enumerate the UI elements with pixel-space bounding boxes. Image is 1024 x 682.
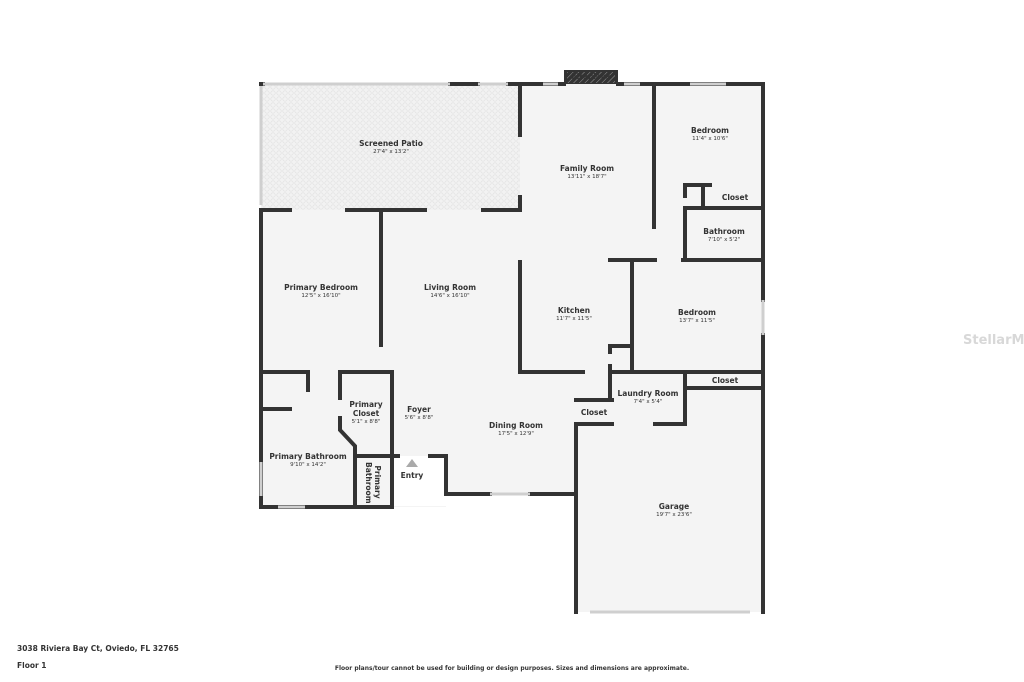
room-dim: 17'5" x 12'9" <box>498 431 534 437</box>
room-name: Primary Bathroom <box>269 452 347 461</box>
room-dim: 5'6" x 8'8" <box>404 415 434 421</box>
room-name: Screened Patio <box>359 139 423 148</box>
room-dim: 13'7" x 11'5" <box>679 318 715 324</box>
watermark: StellarMLS <box>963 333 1024 348</box>
room-name: Garage <box>658 502 690 511</box>
room-name: Primary Closet <box>349 400 383 418</box>
room-name: Kitchen <box>557 306 591 315</box>
room-name: Bathroom <box>703 227 745 236</box>
room-name: Laundry Room <box>617 389 679 398</box>
room-name: Primary Bedroom <box>284 283 358 292</box>
entry-label: Entry <box>400 471 424 480</box>
room-dim: 5'1" x 8'8" <box>351 419 381 425</box>
room-dim: 27'4" x 13'2" <box>373 149 409 155</box>
room-dim: 9'10" x 14'2" <box>290 462 326 468</box>
room-dim: 14'6" x 16'10" <box>430 293 470 299</box>
room-name: Dining Room <box>489 421 543 430</box>
room-dim: 7'4" x 5'4" <box>633 399 663 405</box>
room-dim: 7'10" x 5'2" <box>707 237 741 243</box>
entry-arrow-icon <box>406 459 418 467</box>
room-name: Closet <box>711 376 739 385</box>
floor-area <box>261 84 763 612</box>
room-name: Family Room <box>559 164 615 173</box>
room-name: Bedroom <box>691 126 729 135</box>
floor-label: Floor 1 <box>17 661 47 670</box>
room-dim: 12'5" x 16'10" <box>301 293 341 299</box>
room-label: Closet <box>581 408 607 417</box>
windows <box>259 82 765 614</box>
walls <box>259 82 765 614</box>
room-dim: 11'4" x 10'6" <box>692 136 728 142</box>
room-dim: 13'11" x 18'7" <box>567 174 607 180</box>
room-name: Living Room <box>423 283 477 292</box>
room-name: Bedroom <box>678 308 716 317</box>
fireplace <box>564 70 618 84</box>
room-label: Closet <box>722 193 748 202</box>
primary-bathroom-small-label: Primary Bathroom <box>364 462 382 504</box>
room-name: Foyer <box>407 405 431 414</box>
room-dim: 11'7" x 11'5" <box>556 316 592 322</box>
room-name: Closet <box>721 193 749 202</box>
fireplace-label: Fireplace <box>571 72 611 81</box>
address: 3038 Riviera Bay Ct, Oviedo, FL 32765 <box>17 644 179 653</box>
room-label: Closet <box>712 376 738 385</box>
room-dim: 19'7" x 23'6" <box>656 512 692 518</box>
disclaimer: Floor plans/tour cannot be used for buil… <box>334 665 690 672</box>
room-name: Closet <box>580 408 608 417</box>
